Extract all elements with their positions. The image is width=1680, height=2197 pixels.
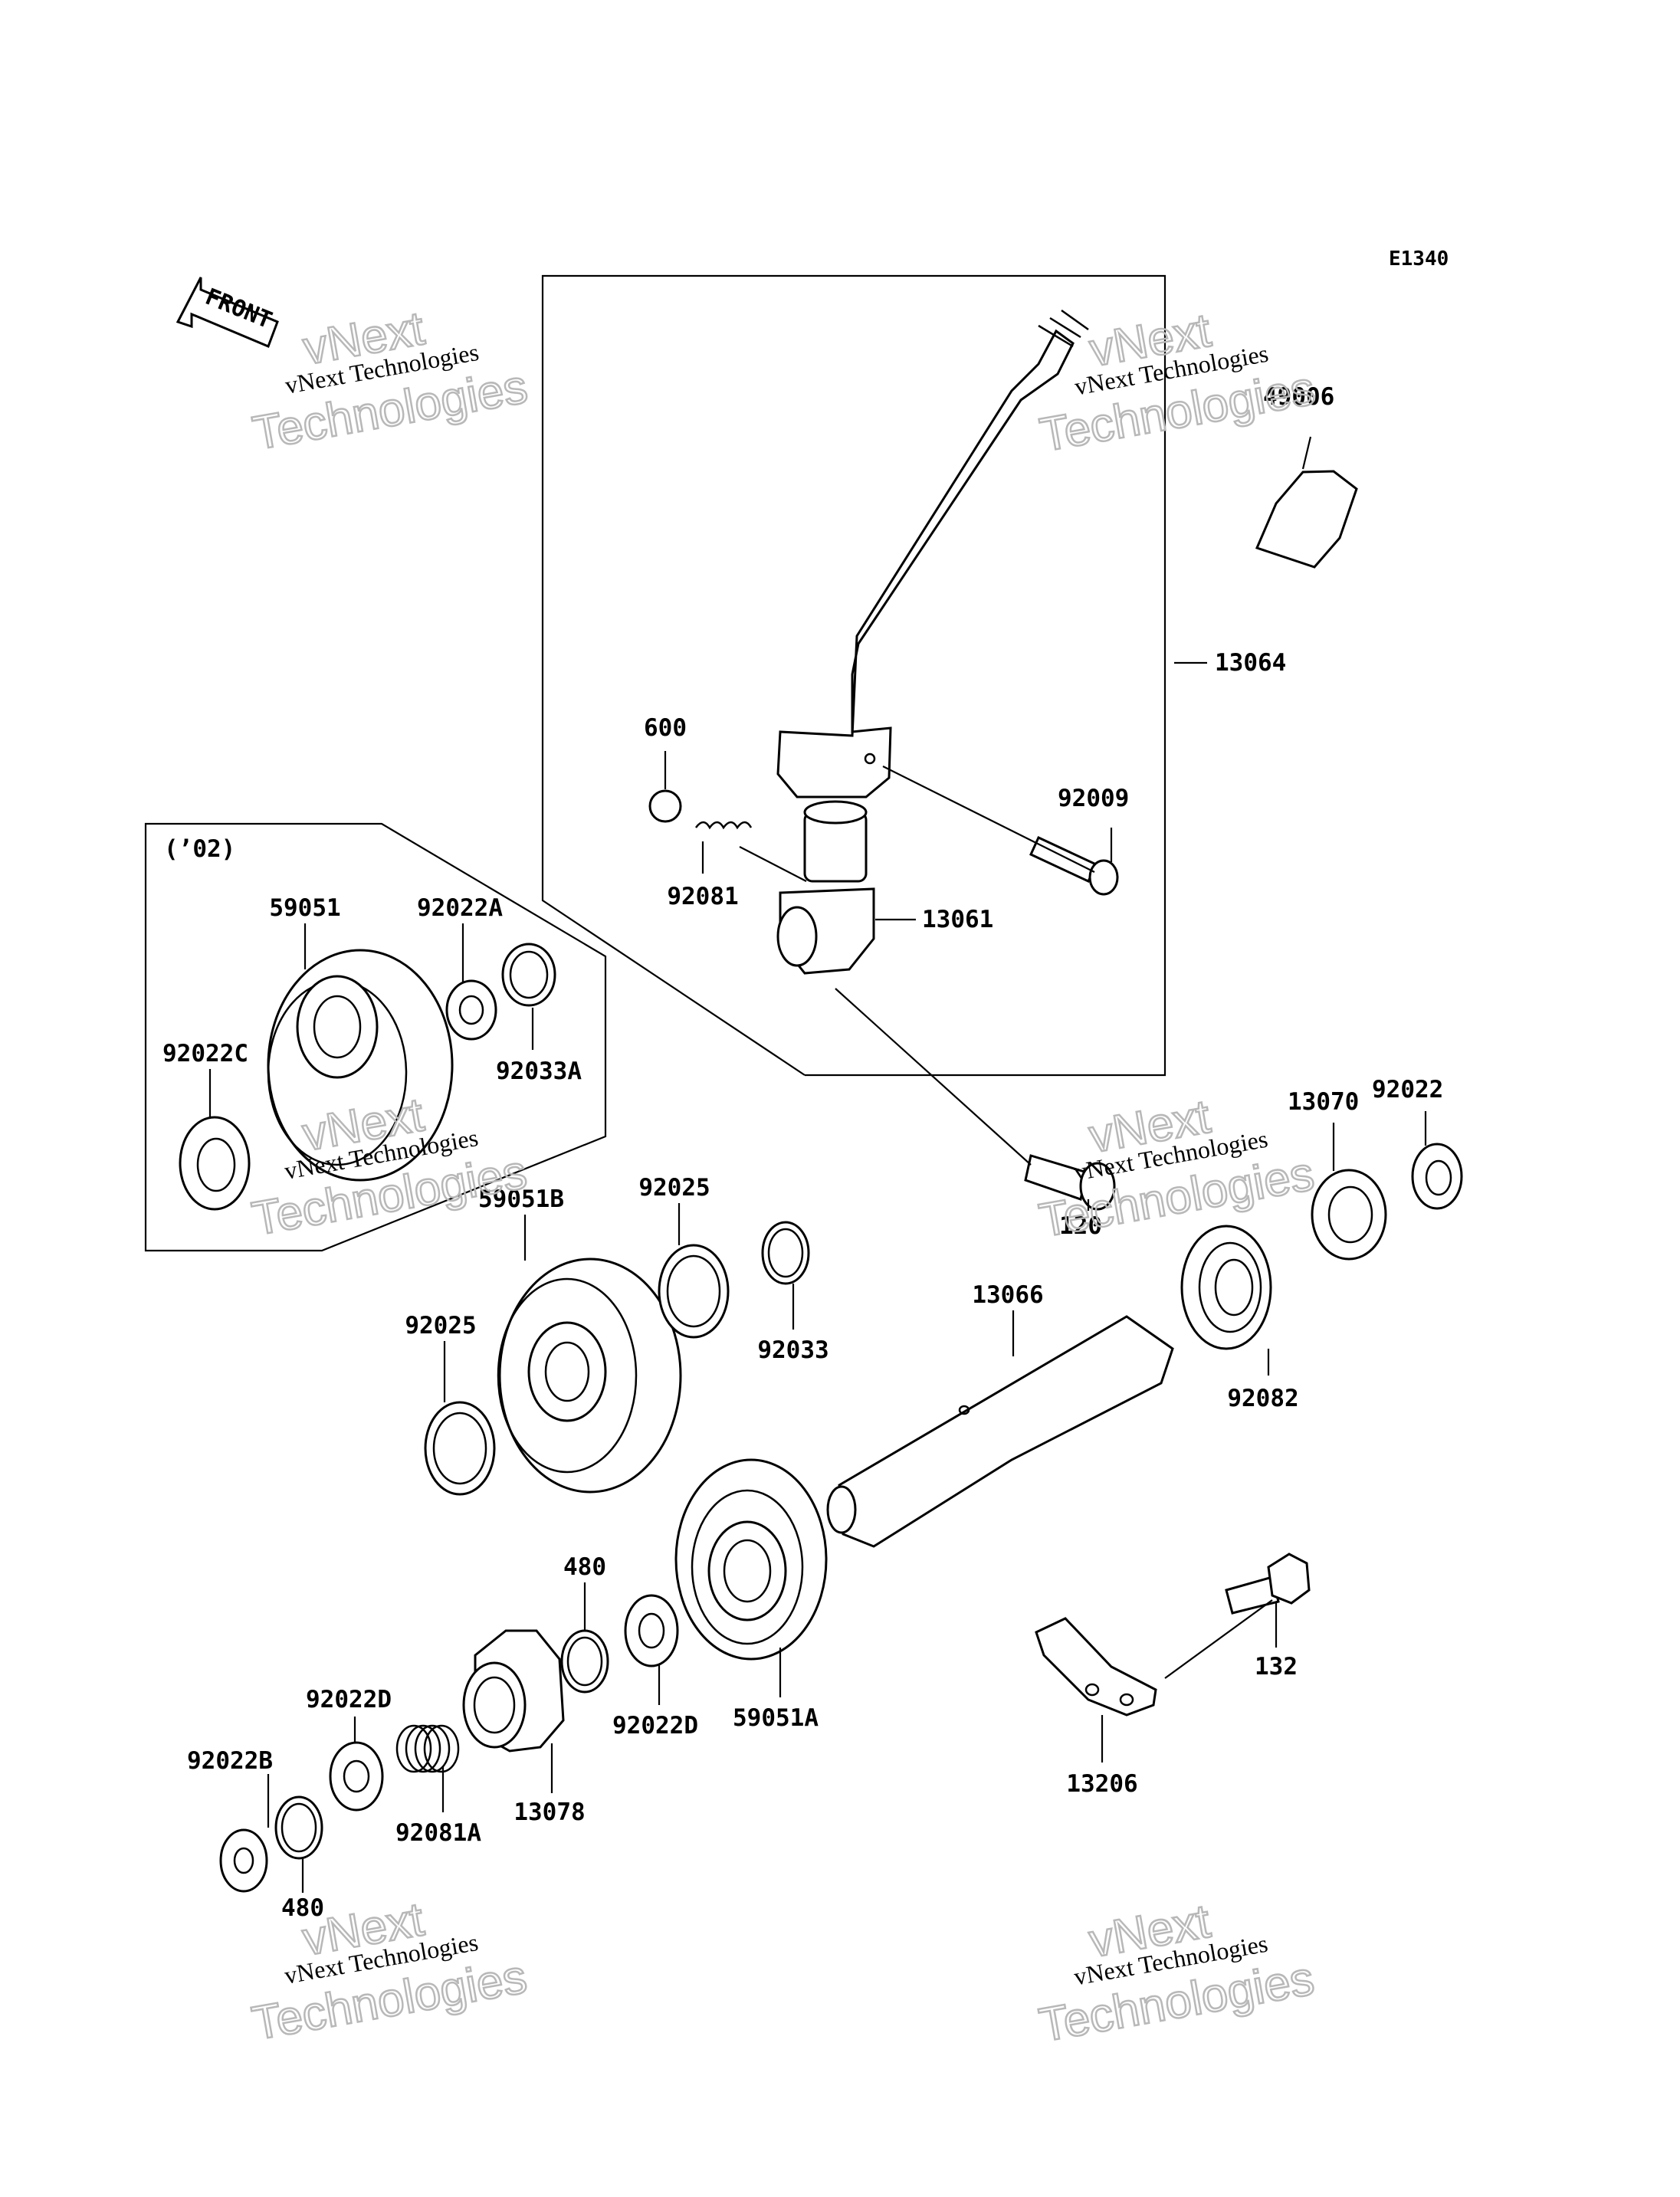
kick-pedal-arm <box>776 309 1089 798</box>
callout-13206: 13206 <box>1066 1770 1137 1798</box>
watermark-bottom-right: vNext vNext Technologies Technologies <box>1035 1894 1319 2053</box>
callout-92033A: 92033A <box>496 1058 582 1085</box>
circlip-92033 <box>761 1221 810 1285</box>
callout-120: 120 <box>1059 1212 1102 1240</box>
callout-13078: 13078 <box>514 1799 585 1826</box>
watermark-bottom-left: vNext vNext Technologies Technologies <box>248 1892 532 2051</box>
callout-92033: 92033 <box>757 1336 829 1364</box>
pedal-boss-13061 <box>776 800 875 975</box>
guide-plate-13206 <box>1035 1617 1157 1717</box>
figure-code: E1340 <box>1389 248 1449 271</box>
callout-92025-left: 92025 <box>405 1312 476 1340</box>
callout-59051: 59051 <box>269 894 340 922</box>
washer-92022D-right <box>624 1594 679 1667</box>
callout-13061: 13061 <box>922 906 993 933</box>
callout-59051A: 59051A <box>733 1704 819 1732</box>
callout-13070: 13070 <box>1288 1088 1359 1116</box>
spring-92081A <box>395 1724 460 1773</box>
gear-59051 <box>267 949 454 1182</box>
callout-92082: 92082 <box>1227 1385 1298 1412</box>
callout-92025-right: 92025 <box>638 1174 710 1202</box>
callout-92022D-right: 92022D <box>612 1712 698 1740</box>
gear-59051B <box>497 1258 682 1494</box>
callout-132: 132 <box>1255 1653 1298 1681</box>
callout-92022B: 92022B <box>187 1747 273 1775</box>
ratchet-13078 <box>462 1629 565 1753</box>
callout-59051B: 59051B <box>478 1185 564 1213</box>
washer-92025-right <box>658 1244 730 1339</box>
spring-92081 <box>694 821 753 830</box>
callout-480-lower: 480 <box>281 1894 324 1922</box>
front-arrow-icon: FRONT <box>176 277 279 348</box>
callout-92022C: 92022C <box>162 1040 248 1067</box>
ring-13070 <box>1311 1169 1387 1261</box>
bolt-120 <box>1024 1154 1116 1211</box>
callout-92022A: 92022A <box>417 894 503 922</box>
inset-02-frame <box>144 822 607 1252</box>
washer-92022B <box>219 1828 268 1893</box>
kick-shaft-13066 <box>826 1315 1174 1548</box>
callout-92022: 92022 <box>1372 1076 1443 1103</box>
callout-92081A: 92081A <box>395 1819 481 1847</box>
callout-labels: 49006 13064 600 92009 92081 13061 120 92… <box>162 383 1443 1922</box>
washer-92025-left <box>424 1401 496 1496</box>
callout-92022D-left: 92022D <box>306 1686 392 1713</box>
pedal-assembly-frame <box>541 274 1166 1077</box>
watermark-top-left: vNext vNext Technologies Technologies <box>248 301 533 461</box>
ball-600 <box>648 789 682 823</box>
circlip-92033A <box>501 943 556 1007</box>
callout-49006: 49006 <box>1263 383 1334 411</box>
watermark-mid-right: vNext vNext Technologies Technologies <box>1035 1089 1319 1248</box>
washer-92022C <box>179 1116 251 1211</box>
circlip-480-upper <box>560 1629 609 1694</box>
washer-92022A <box>445 979 497 1041</box>
washer-92022D-left <box>329 1741 384 1812</box>
leader-lines <box>208 436 1427 1893</box>
callout-600: 600 <box>644 714 687 742</box>
washer-92022 <box>1411 1143 1463 1210</box>
gear-59051A <box>674 1458 828 1661</box>
callout-13064: 13064 <box>1215 649 1286 677</box>
inset-02-label: (’02) <box>164 835 235 863</box>
circlip-480-lower <box>274 1795 323 1860</box>
callout-92081: 92081 <box>667 883 738 910</box>
callout-13066: 13066 <box>972 1281 1043 1309</box>
callout-92009: 92009 <box>1058 785 1129 812</box>
kick-spring-92082 <box>1180 1225 1272 1350</box>
callout-480-upper: 480 <box>563 1553 606 1581</box>
pedal-rubber-grip <box>1255 470 1358 569</box>
